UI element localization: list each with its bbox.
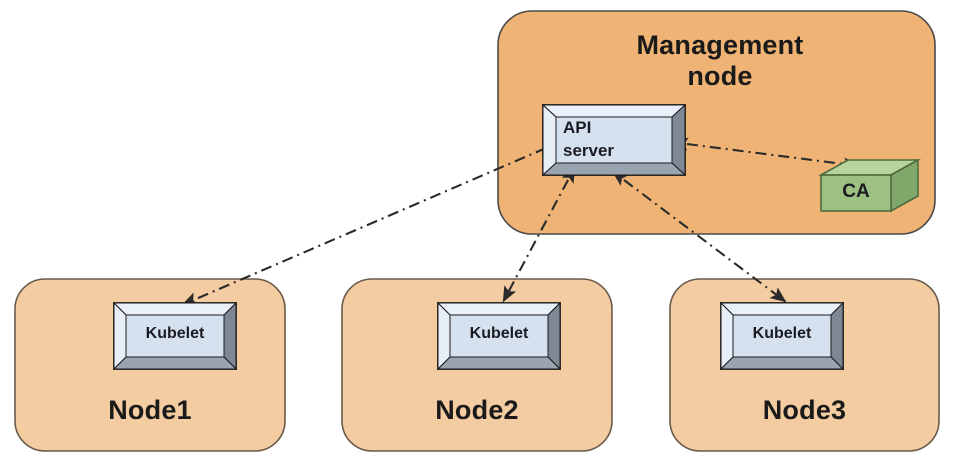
kubelet-box-node1[interactable]: [112, 301, 238, 371]
connector-api-server-to-node2-kubelet: [502, 166, 576, 303]
connector-api-server-to-node3-kubelet: [611, 170, 787, 303]
connector-api-server-to-ca: [672, 137, 860, 171]
connector-api-server-to-node1-kubelet: [181, 142, 560, 306]
api-server-box[interactable]: [541, 103, 687, 177]
kubelet-box-node3[interactable]: [719, 301, 845, 371]
ca-box[interactable]: [817, 158, 922, 213]
kubelet-box-node2[interactable]: [436, 301, 562, 371]
